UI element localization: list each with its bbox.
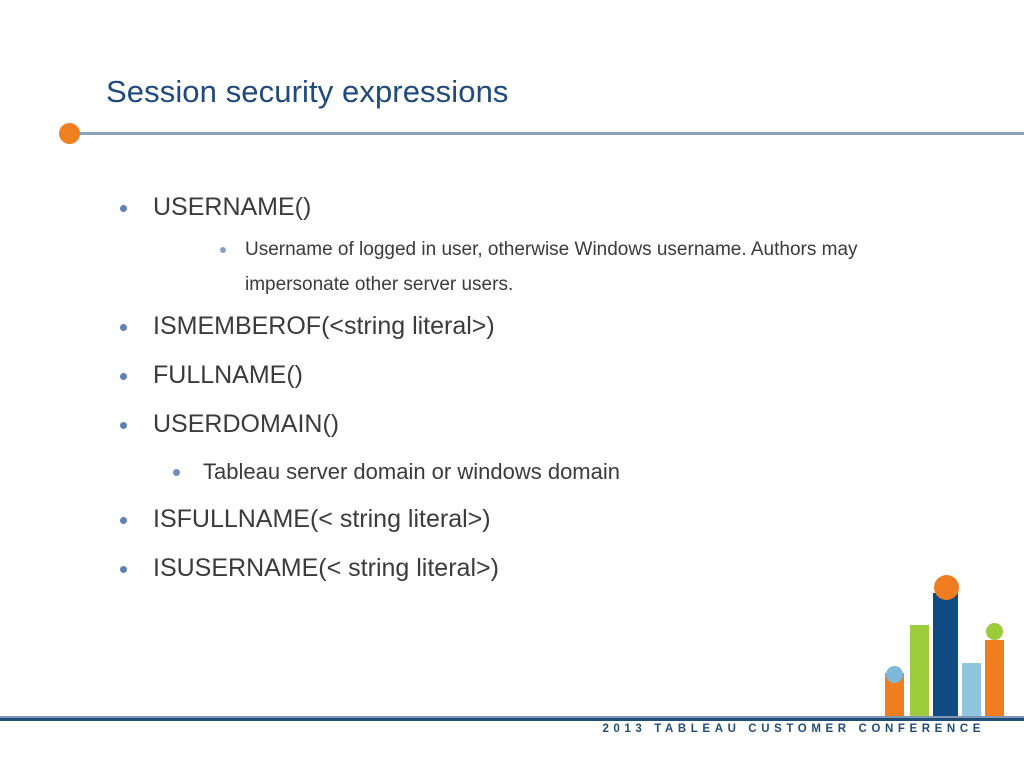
list-item: USERDOMAIN() xyxy=(0,400,1024,449)
list-item: USERNAME() xyxy=(0,183,1024,232)
title-accent-dot-icon xyxy=(59,123,80,144)
conference-logo-icon xyxy=(875,570,1004,718)
page-title: Session security expressions xyxy=(106,74,509,109)
bar-orange-1 xyxy=(885,673,904,718)
footer-conference-label: 2013 TABLEAU CUSTOMER CONFERENCE xyxy=(602,723,985,735)
list-item: Tableau server domain or windows domain xyxy=(0,449,1024,495)
list-item: FULLNAME() xyxy=(0,351,1024,400)
dot-green xyxy=(986,623,1003,640)
bar-navy xyxy=(933,593,958,718)
footer-divider xyxy=(0,718,1024,721)
list-item: Username of logged in user, otherwise Wi… xyxy=(0,232,1024,302)
list-item: ISUSERNAME(< string literal>) xyxy=(0,544,1024,593)
footer-divider-light xyxy=(0,716,1024,718)
list-item: ISMEMBEROF(<string literal>) xyxy=(0,302,1024,351)
list-item: ISFULLNAME(< string literal>) xyxy=(0,495,1024,544)
bar-lightblue xyxy=(962,663,981,718)
dot-orange xyxy=(934,575,959,600)
bullet-list: USERNAME() Username of logged in user, o… xyxy=(0,183,1024,593)
dot-lightblue xyxy=(886,666,903,683)
title-divider-rule xyxy=(76,132,1024,135)
bar-green xyxy=(910,625,929,718)
bar-orange-2 xyxy=(985,640,1004,718)
